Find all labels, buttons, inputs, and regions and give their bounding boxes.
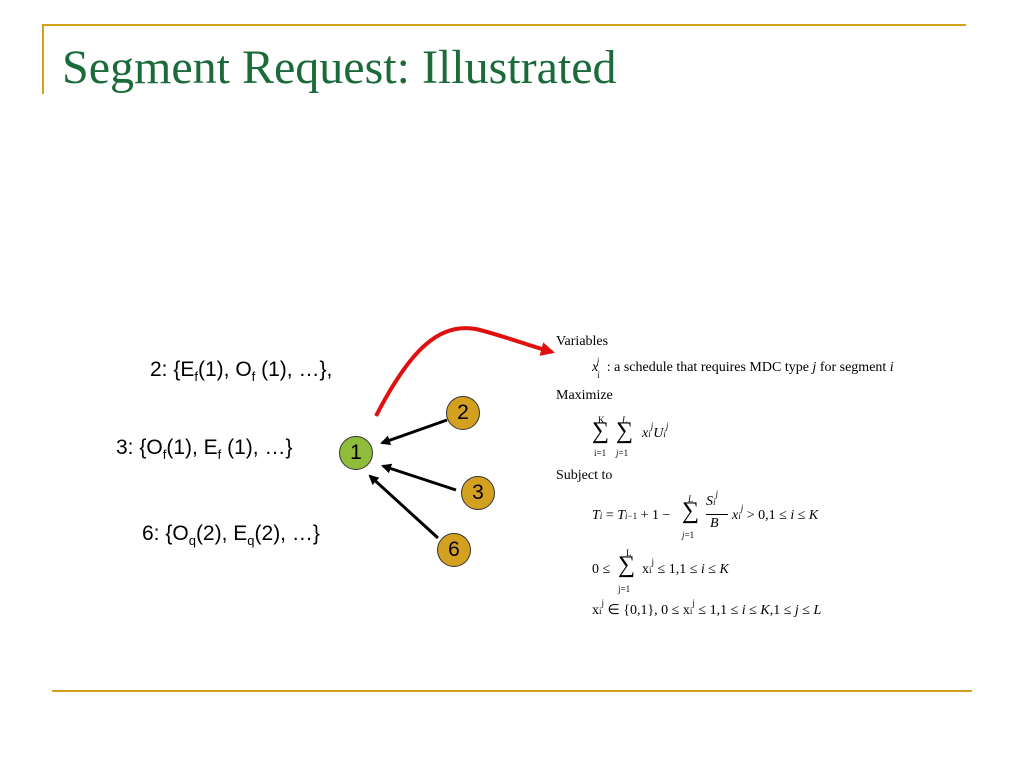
arrow-2-to-1 [380, 418, 448, 446]
node-2: 2 [446, 396, 480, 430]
peer-6-label: 6: {Oq(2), Eq(2), …} [142, 522, 320, 549]
node-6: 6 [437, 533, 471, 567]
constraint-1: Ti = Ti−1 + 1 − L ∑ j=1 Sij B xij > 0,1 … [592, 489, 819, 540]
maximize-heading: Maximize [556, 388, 613, 403]
node-3: 3 [461, 476, 495, 510]
constraint-2: 0 ≤ L ∑ j=1 xij ≤ 1,1 ≤ i ≤ K [592, 548, 729, 594]
node-1: 1 [339, 436, 373, 470]
arrow-3-to-1 [381, 463, 457, 492]
top-rule [42, 24, 966, 26]
constraint-3: xij ∈ {0,1}, 0 ≤ xij ≤ 1,1 ≤ i ≤ K,1 ≤ j… [592, 598, 822, 618]
optimization-formulation: Variables xij : a schedule that requires… [556, 334, 976, 634]
variable-definition: xij : a schedule that requires MDC type … [592, 356, 894, 380]
objective-function: K ∑ i=1 L ∑ j=1 xijUij [592, 415, 669, 458]
peer-2-label: 2: {Ef(1), Of (1), …}, [150, 358, 333, 385]
request-arrow [374, 326, 555, 417]
variables-heading: Variables [556, 334, 609, 349]
subject-to-heading: Subject to [556, 468, 613, 483]
bottom-rule [52, 690, 972, 692]
slide-title: Segment Request: Illustrated [62, 41, 617, 94]
arrow-6-to-1 [368, 474, 440, 540]
peer-3-label: 3: {Of(1), Ef (1), …} [116, 436, 293, 463]
left-rule [42, 24, 44, 94]
